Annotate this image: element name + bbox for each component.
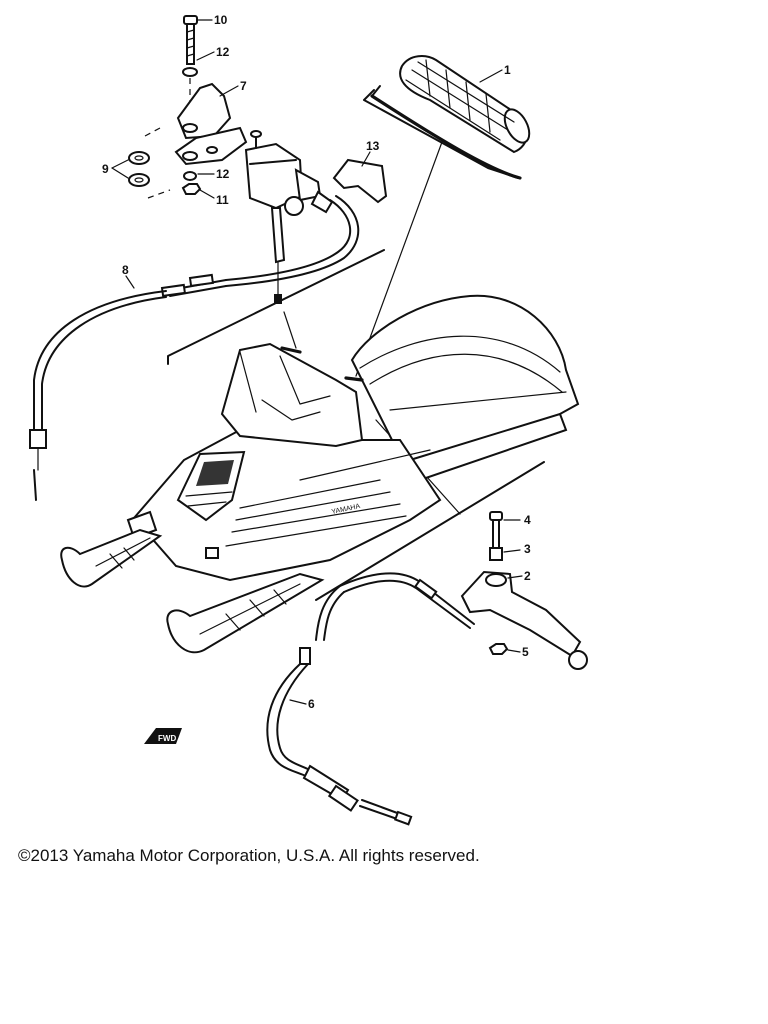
parts-diagram: YAMAHA bbox=[29, 13, 588, 826]
bolt-10 bbox=[183, 15, 198, 65]
collar-3 bbox=[489, 547, 503, 561]
fwd-stamp: FWD bbox=[144, 728, 182, 744]
throttle-cable-8 bbox=[29, 195, 360, 501]
brake-lever-assembly bbox=[266, 511, 588, 826]
washer-12-top bbox=[182, 67, 198, 77]
callout-2: 2 bbox=[524, 569, 531, 583]
nut-5 bbox=[488, 643, 509, 655]
snowmobile: YAMAHA bbox=[60, 294, 580, 654]
callout-4: 4 bbox=[524, 513, 531, 527]
hood-vent bbox=[176, 450, 246, 522]
washer-12-lower bbox=[183, 171, 197, 181]
ski-left bbox=[60, 528, 163, 588]
callouts: 10 12 7 9 12 11 13 1 8 4 3 2 5 6 bbox=[102, 13, 531, 711]
washers-9 bbox=[128, 151, 150, 187]
windshield bbox=[220, 342, 364, 448]
reference-lines bbox=[167, 89, 545, 601]
callout-10: 10 bbox=[214, 13, 228, 27]
callout-9: 9 bbox=[102, 162, 109, 176]
brake-lever-2 bbox=[460, 570, 582, 658]
bolt-4 bbox=[489, 511, 503, 521]
callout-12-top: 12 bbox=[216, 45, 230, 59]
callout-1: 1 bbox=[504, 63, 511, 77]
callout-5: 5 bbox=[522, 645, 529, 659]
ski-right bbox=[166, 572, 325, 654]
shield-13 bbox=[332, 158, 388, 204]
callout-8: 8 bbox=[122, 263, 129, 277]
copyright-notice: ©2013 Yamaha Motor Corporation, U.S.A. A… bbox=[18, 846, 480, 865]
callout-12-lower: 12 bbox=[216, 167, 230, 181]
nut-11 bbox=[181, 183, 202, 195]
callout-7: 7 bbox=[240, 79, 247, 93]
throttle-housing bbox=[244, 130, 334, 304]
grip-1 bbox=[370, 55, 531, 180]
fwd-text: FWD bbox=[158, 734, 176, 743]
callout-11: 11 bbox=[216, 193, 229, 207]
throttle-assembly bbox=[128, 15, 388, 304]
callout-13: 13 bbox=[366, 139, 380, 153]
callout-6: 6 bbox=[308, 697, 315, 711]
callout-3: 3 bbox=[524, 542, 531, 556]
